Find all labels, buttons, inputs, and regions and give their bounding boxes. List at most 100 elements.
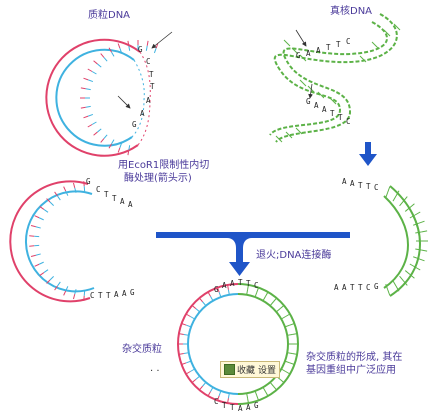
frag-base: A xyxy=(342,283,347,292)
base-pair-rung xyxy=(285,131,293,139)
base-pair-rung xyxy=(128,45,131,51)
base-pair-rung xyxy=(43,209,49,213)
base-pair-rung xyxy=(272,385,277,391)
frag-base: T xyxy=(358,283,363,292)
base-pair-rung xyxy=(195,308,201,313)
base-pair-rung xyxy=(227,393,230,399)
base-pair-rung xyxy=(269,301,274,307)
base-pair-rung xyxy=(88,79,94,83)
plasmid-base: G xyxy=(132,120,137,129)
base-pair-rung xyxy=(191,305,197,310)
down-arrow-right xyxy=(359,142,377,166)
collect-label: 收藏 xyxy=(237,366,256,376)
hybrid-base: C xyxy=(214,397,219,406)
base-pair-rung xyxy=(418,258,425,262)
cut-base: T xyxy=(106,291,111,300)
base-pair-rung xyxy=(275,308,281,313)
base-pair-rung xyxy=(395,190,400,197)
base-pair-rung xyxy=(83,77,89,81)
base-pair-rung xyxy=(409,274,415,279)
cut-base: A xyxy=(128,200,133,209)
frag-base: A xyxy=(342,177,347,186)
base-pair-rung xyxy=(57,281,61,287)
base-pair-rung xyxy=(283,39,291,47)
base-pair-rung xyxy=(404,270,411,275)
euk-base: A xyxy=(322,105,327,114)
eukaryote-label: 真核DNA xyxy=(330,4,372,17)
hybrid-base: G xyxy=(214,285,219,294)
settings-button[interactable]: 设置 xyxy=(258,363,276,376)
hybrid-base: T xyxy=(246,279,251,288)
base-pair-rung xyxy=(49,201,54,206)
note-line2: 基因重组中广泛应用 xyxy=(306,363,396,376)
base-pair-rung xyxy=(218,292,222,298)
annealing-label: 退火;DNA连接酶 xyxy=(256,248,331,261)
base-pair-rung xyxy=(415,231,422,234)
base-pair-rung xyxy=(413,256,420,260)
hybrid-base: A xyxy=(222,281,227,290)
plasmid-base: C xyxy=(146,57,151,66)
base-pair-rung xyxy=(80,106,86,109)
base-pair-rung xyxy=(246,393,249,399)
hybrid-base: T xyxy=(222,401,227,410)
cut-plasmid: G C T T A A C T T A A G 用EcoR1限制性内切 酶处理(… xyxy=(9,158,209,303)
cut-arrow xyxy=(151,31,173,49)
base-pair-rung xyxy=(247,398,249,404)
base-pair-rung xyxy=(185,371,191,375)
base-pair-rung xyxy=(100,53,105,58)
frag-base: A xyxy=(350,179,355,188)
hybrid-base: G xyxy=(254,401,259,410)
base-pair-rung xyxy=(421,230,428,233)
base-pair-rung xyxy=(103,134,108,139)
base-pair-rung xyxy=(269,381,274,387)
base-pair-rung xyxy=(72,293,76,300)
base-pair-rung xyxy=(254,390,258,396)
base-pair-rung xyxy=(207,291,211,297)
plasmid-base: T xyxy=(150,82,155,91)
frag-base: C xyxy=(366,283,371,292)
base-pair-rung xyxy=(117,43,121,49)
base-pair-rung xyxy=(371,41,379,49)
base-pair-rung xyxy=(392,280,397,287)
base-pair-rung xyxy=(299,54,307,62)
base-pair-rung xyxy=(74,187,77,193)
base-pair-rung xyxy=(210,387,214,392)
base-pair-rung xyxy=(210,296,214,301)
base-pair-rung xyxy=(404,207,411,212)
base-pair-rung xyxy=(299,79,307,87)
base-pair-rung xyxy=(186,360,192,364)
base-pair-rung xyxy=(93,131,98,136)
cut-arrow xyxy=(308,83,313,99)
euk-base: G xyxy=(306,97,311,106)
base-pair-rung xyxy=(199,385,204,391)
base-pair-rung xyxy=(43,269,49,273)
base-pair-rung xyxy=(385,284,389,291)
base-pair-rung xyxy=(128,145,131,151)
collect-button[interactable]: 收藏 xyxy=(224,363,255,376)
base-pair-rung xyxy=(111,139,115,145)
base-pair-rung xyxy=(127,150,130,156)
base-pair-rung xyxy=(119,142,123,148)
plasmid-base: T xyxy=(149,70,154,79)
settings-label: 设置 xyxy=(258,366,277,376)
base-pair-rung xyxy=(91,71,97,75)
cut-arrow xyxy=(117,95,131,109)
base-pair-rung xyxy=(284,360,290,364)
base-pair-rung xyxy=(74,289,77,295)
euk-base: A xyxy=(306,49,311,58)
base-pair-rung xyxy=(421,249,428,252)
hybrid-base: C xyxy=(254,281,259,290)
base-pair-rung xyxy=(183,352,189,355)
base-pair-rung xyxy=(46,279,51,284)
euk-fragment: A A T T C A A T T C G xyxy=(334,177,428,297)
base-pair-rung xyxy=(191,378,197,383)
base-pair-rung xyxy=(63,290,67,296)
hybrid-plasmid: G A A T T C C T T A A G xyxy=(177,278,299,413)
euk-base: T xyxy=(326,43,331,52)
hybrid-label: 杂交质粒 xyxy=(122,342,162,355)
join-arrow xyxy=(156,232,350,276)
base-pair-rung xyxy=(279,305,285,310)
base-pair-rung xyxy=(181,323,187,326)
cut-arrow xyxy=(295,29,307,47)
base-pair-rung xyxy=(88,113,94,117)
